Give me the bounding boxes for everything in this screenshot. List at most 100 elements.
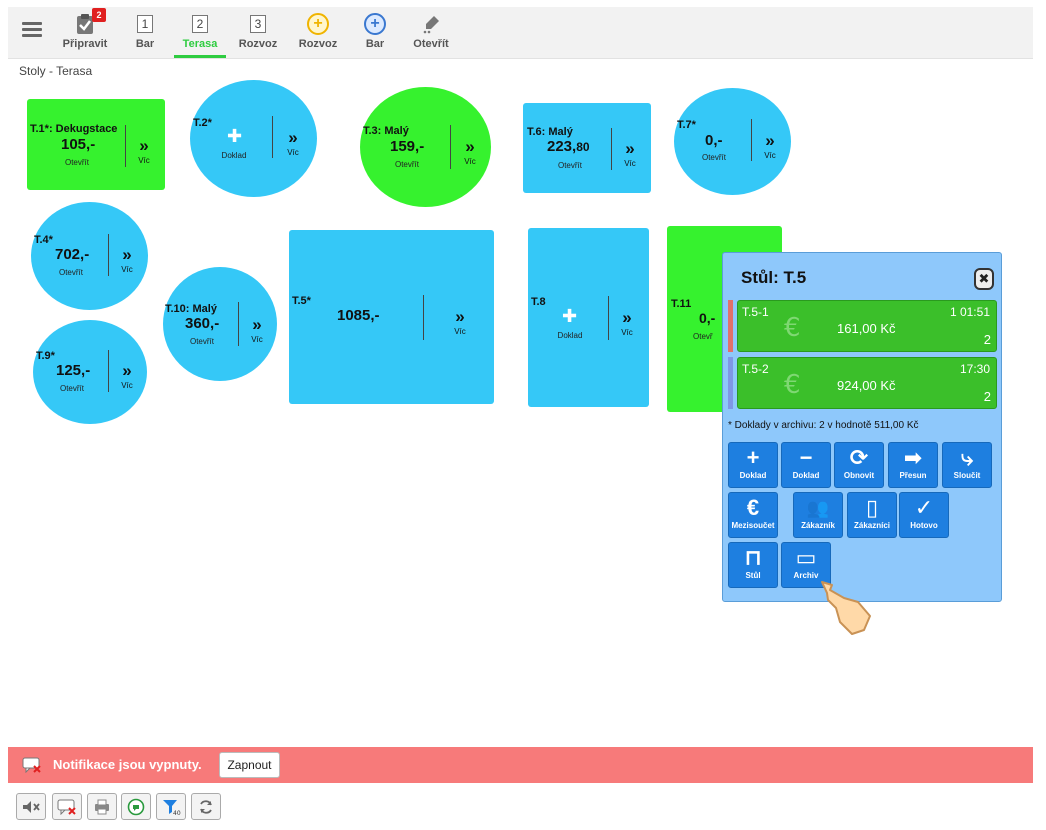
- check-ticket-icon: ✓: [914, 495, 934, 520]
- filter-button[interactable]: 40: [156, 793, 186, 820]
- table-open[interactable]: Otevřít: [64, 158, 89, 167]
- divider: [125, 125, 126, 167]
- enable-notifications-button[interactable]: Zapnout: [219, 752, 280, 778]
- prepare-button[interactable]: 2 Připravit: [58, 8, 112, 57]
- merge-button[interactable]: ⤷Sloučit: [942, 442, 992, 488]
- table-more-button[interactable]: »Víc: [446, 308, 474, 336]
- table-detail-popup: Stůl: T.5 ✖ T.5-1 1 01:51 € 161,00 Kč 2 …: [722, 252, 1002, 602]
- bill-card[interactable]: T.5-2 17:30 € 924,00 Kč 2: [737, 357, 997, 409]
- table-amount: 360,-: [185, 315, 220, 332]
- subtotal-button[interactable]: €Mezisoučet: [728, 492, 778, 538]
- table-t7[interactable]: T.7* 0,- Otevřít »Víc: [674, 88, 791, 195]
- table-t1[interactable]: T.1*: Dekugstace 105,- Otevřít »Víc: [27, 99, 165, 190]
- button-label: Sloučit: [953, 471, 981, 480]
- table-more-button[interactable]: »Víc: [279, 129, 307, 157]
- more-label: Víc: [464, 157, 476, 166]
- plus-icon: ✚: [562, 306, 578, 326]
- divider: [108, 350, 109, 392]
- new-bar-button[interactable]: + Bar: [362, 11, 388, 57]
- refresh-icon: [200, 799, 212, 814]
- close-button[interactable]: ✖: [974, 268, 994, 290]
- filter-icon: 40: [163, 799, 181, 816]
- divider: [611, 128, 612, 170]
- amount-decimal: 80: [576, 140, 590, 154]
- table-t2[interactable]: T.2* ✚ Doklad »Víc: [190, 80, 317, 197]
- plus-icon: +: [746, 445, 760, 470]
- button-label: Archiv: [793, 571, 819, 580]
- bill-card[interactable]: T.5-1 1 01:51 € 161,00 Kč 2: [737, 300, 997, 352]
- menu-icon[interactable]: [22, 22, 42, 38]
- table-t5[interactable]: T.5* 1085,- »Víc: [289, 230, 494, 404]
- table-open[interactable]: Otevřít: [394, 160, 419, 169]
- notification-center-button[interactable]: [121, 793, 151, 820]
- refresh-button[interactable]: [191, 793, 221, 820]
- table-more-button[interactable]: »Víc: [113, 362, 141, 390]
- table-name: T.11: [671, 298, 692, 310]
- table-more-button[interactable]: »Víc: [756, 132, 784, 160]
- move-button[interactable]: ➡Přesun: [888, 442, 938, 488]
- top-toolbar: 2 Připravit 1 Bar 2 Terasa 3 Rozvoz + Ro…: [8, 7, 1033, 59]
- table-more-button[interactable]: »Víc: [130, 137, 158, 165]
- table-name: T.7*: [677, 119, 696, 131]
- close-icon: ✖: [978, 271, 990, 286]
- chevron-right-icon: »: [622, 308, 632, 327]
- tab-bar[interactable]: 1 Bar: [132, 11, 158, 57]
- customer-button[interactable]: 👥Zákazník: [793, 492, 843, 538]
- table-more-button[interactable]: »Víc: [243, 316, 271, 344]
- table-new-doc[interactable]: Doklad: [221, 151, 247, 160]
- table-more-button[interactable]: »Víc: [456, 138, 484, 166]
- bill-count: 2: [983, 389, 991, 404]
- table-open[interactable]: Otevřít: [59, 384, 84, 393]
- button-label: Zákazník: [801, 521, 835, 530]
- table-t8[interactable]: T.8 ✚ Doklad »Víc: [528, 228, 649, 407]
- table-amount: 0,-: [699, 310, 716, 326]
- done-button[interactable]: ✓Hotovo: [899, 492, 949, 538]
- table-t6[interactable]: T.6: Malý 223,80 Otevřít »Víc: [523, 103, 651, 193]
- bill-amount: 924,00 Kč: [837, 378, 896, 393]
- more-label: Víc: [121, 265, 133, 274]
- svg-text:40: 40: [173, 810, 181, 816]
- table-more-button[interactable]: »Víc: [113, 245, 141, 274]
- prepare-label: Připravit: [62, 38, 108, 50]
- merge-arrow-icon: ⤷: [960, 445, 974, 470]
- table-new-doc[interactable]: Doklad: [557, 331, 583, 340]
- bill-count: 2: [983, 332, 991, 347]
- table-amount: 0,-: [705, 132, 723, 149]
- customers-button[interactable]: ▯Zákazníci: [847, 492, 897, 538]
- notifications-off-button[interactable]: [52, 793, 82, 820]
- tab-label: Terasa: [182, 38, 218, 50]
- new-delivery-button[interactable]: + Rozvoz: [298, 11, 338, 57]
- table-amount: 223,80: [547, 138, 590, 155]
- tab-rozvoz[interactable]: 3 Rozvoz: [238, 11, 278, 57]
- chevron-right-icon: »: [122, 245, 132, 264]
- table-t9[interactable]: T.9* 125,- Otevřít »Víc: [33, 320, 147, 424]
- open-button[interactable]: Otevřít: [411, 11, 451, 57]
- table-t3[interactable]: T.3: Malý 159,- Otevřít »Víc: [360, 87, 491, 207]
- table-more-button[interactable]: »Víc: [616, 140, 644, 168]
- table-open[interactable]: Otevřít: [701, 153, 726, 162]
- mute-button[interactable]: [16, 793, 46, 820]
- remove-doc-button[interactable]: −Doklad: [781, 442, 831, 488]
- tab-terasa[interactable]: 2 Terasa: [174, 11, 226, 58]
- add-doc-button[interactable]: +Doklad: [728, 442, 778, 488]
- table-open[interactable]: Otevřít: [557, 161, 582, 170]
- bill-item[interactable]: T.5-2 17:30 € 924,00 Kč 2: [728, 357, 998, 409]
- table-button[interactable]: ⊓Stůl: [728, 542, 778, 588]
- bill-item[interactable]: T.5-1 1 01:51 € 161,00 Kč 2: [728, 300, 998, 352]
- archive-button[interactable]: ▭Archiv: [781, 542, 831, 588]
- table-t4[interactable]: T.4* 702,- Otevřít »Víc: [31, 202, 148, 310]
- tab-number-icon: 3: [250, 15, 266, 33]
- table-more-button[interactable]: »Víc: [613, 308, 641, 337]
- printer-button[interactable]: [87, 793, 117, 820]
- more-label: Víc: [454, 327, 466, 336]
- table-t10[interactable]: T.10: Malý 360,- Otevřít »Víc: [163, 267, 277, 381]
- archive-note: * Doklady v archivu: 2 v hodnotě 511,00 …: [728, 420, 919, 431]
- table-open[interactable]: Otevřít: [189, 337, 214, 346]
- table-name: T.1*: Dekugstace: [30, 123, 118, 135]
- table-open[interactable]: Otevřít: [58, 268, 83, 277]
- table-open[interactable]: Otevř: [693, 332, 713, 341]
- bill-time: 17:30: [959, 362, 990, 376]
- refresh-button[interactable]: ⟳Obnovit: [834, 442, 884, 488]
- clipboard-check-icon: [77, 14, 93, 34]
